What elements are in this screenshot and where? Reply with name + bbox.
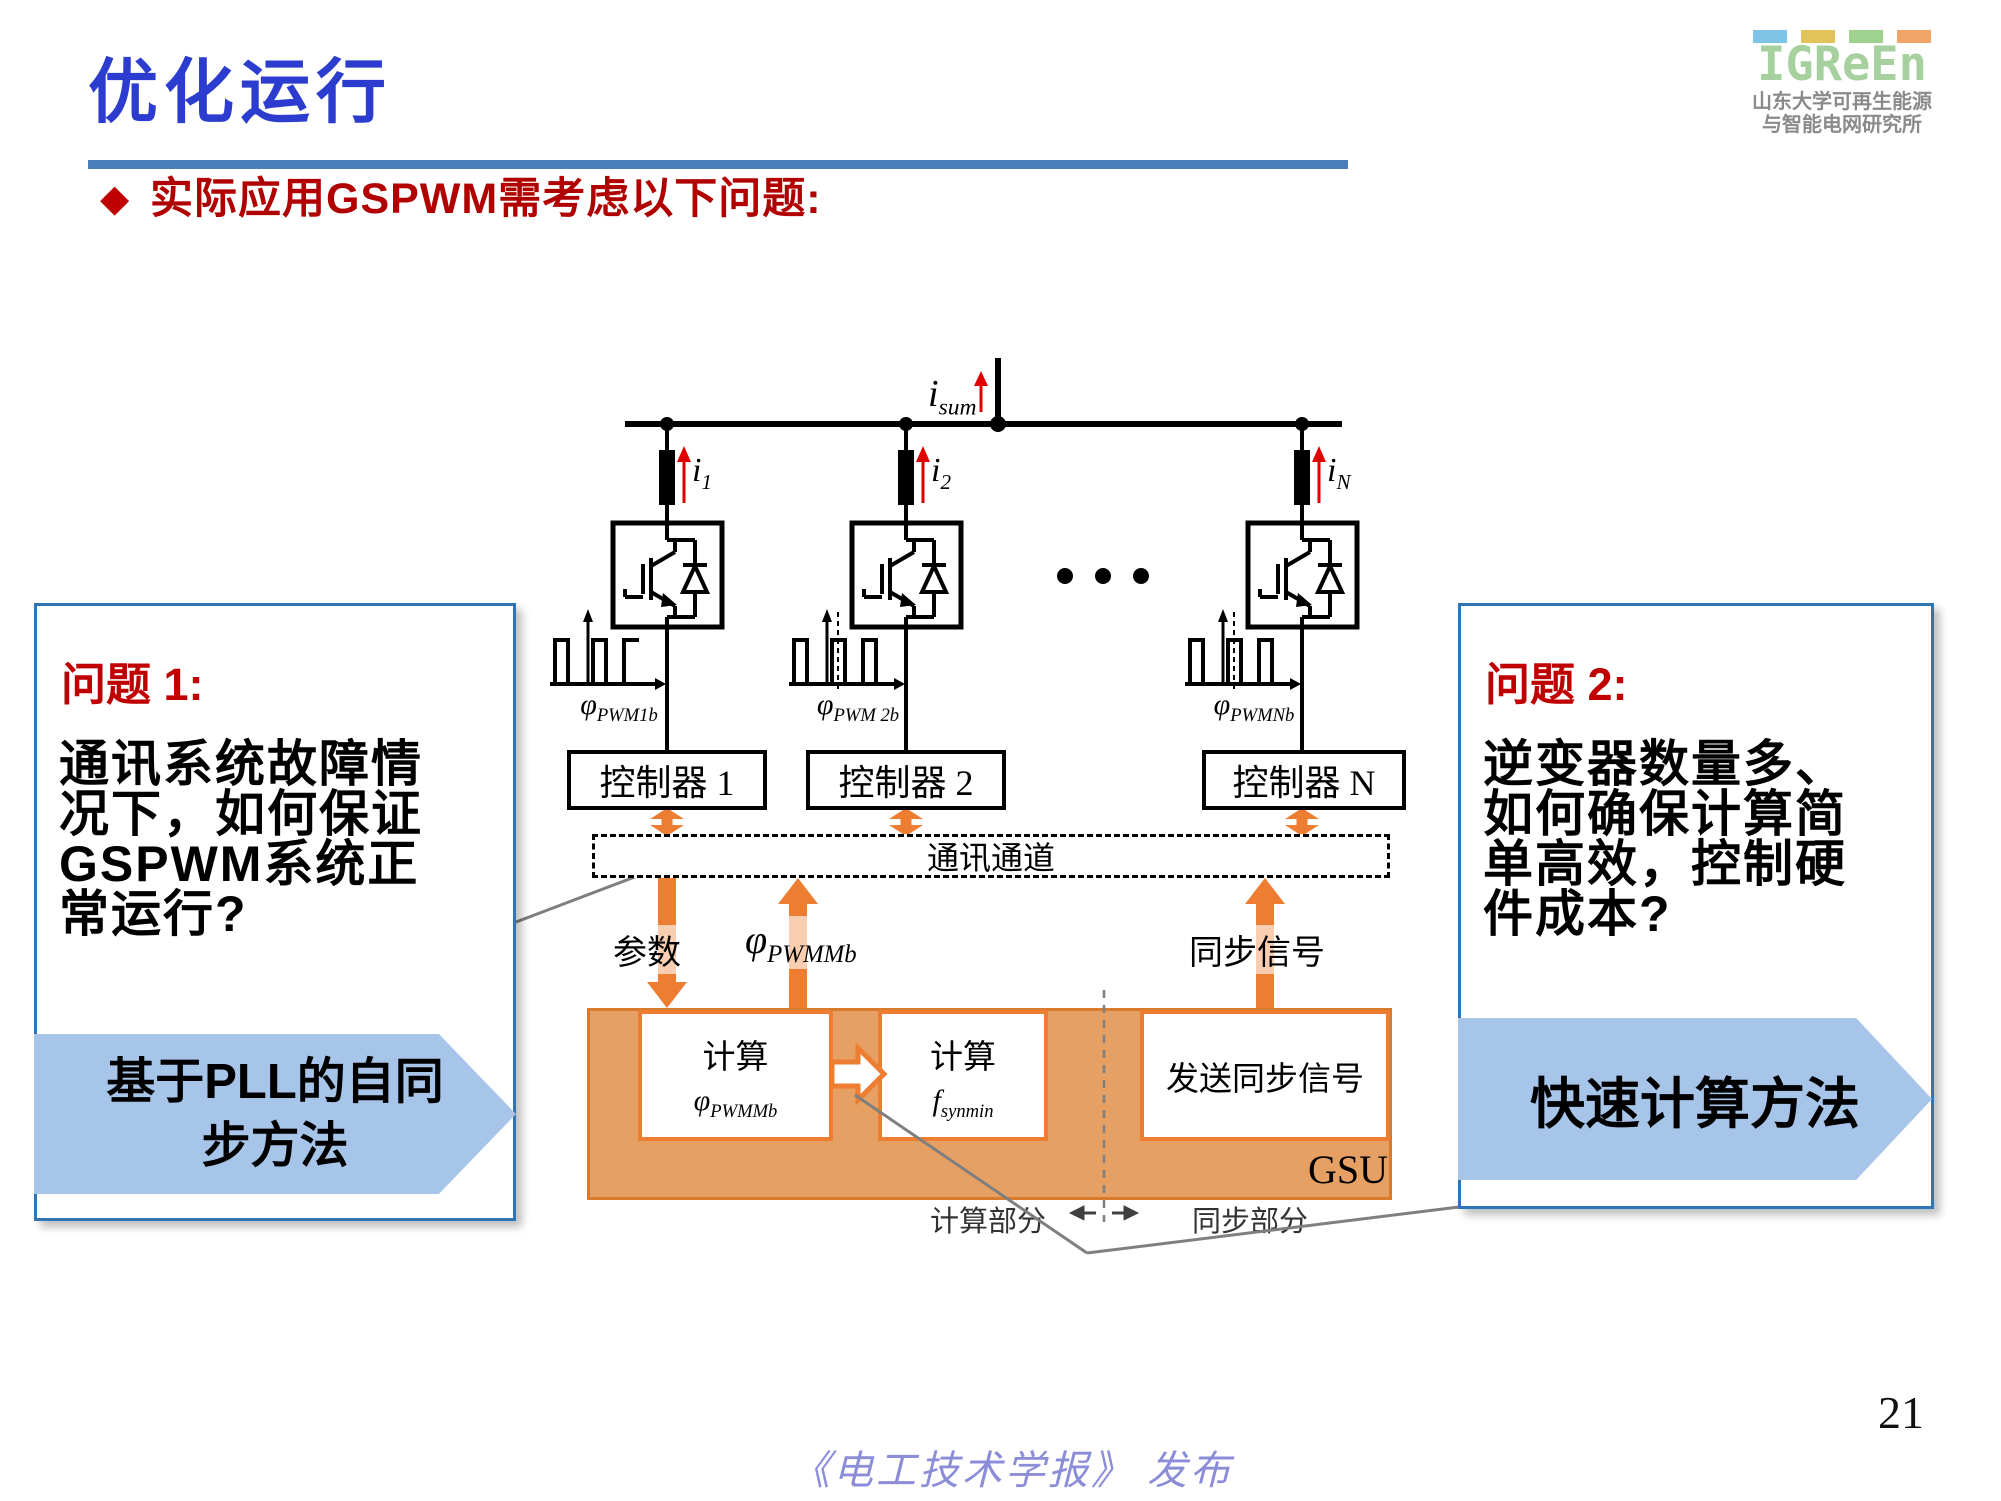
logo-color-tabs-icon [1742,30,1942,43]
inverter-branch-n [1185,417,1357,836]
diamond-bullet-icon: ◆ [100,178,130,220]
institute-logo: IGReEn 山东大学可再生能源 与智能电网研究所 [1742,30,1942,137]
inverter-branch-1 [550,417,722,836]
problem-2-text: 逆变器数量多、 如何确保计算简 单高效，控制硬 件成本? [1483,736,1847,942]
param-label: 参数 [610,925,684,974]
callout-line-bottom-2 [1086,1205,1460,1255]
pwm-phase-label-1: φPWM1b [580,688,658,726]
pwm-phase-label-n: φPWMNb [1213,688,1295,726]
problem-2-label: 问题 2: [1485,659,1628,710]
logo-wordmark: IGReEn [1757,37,1927,92]
solution-1-arrow: 基于PLL的自同 步方法 [34,1034,516,1194]
controller-1-box: 控制器 1 [567,750,767,810]
bus-current-label: isum [928,373,977,421]
current-label-2: i2 [931,452,951,494]
left-right-arrow-icon [1068,1205,1140,1221]
current-label-n: iN [1327,452,1351,494]
gsu-calc-freq-box: 计算 fsynmin [878,1010,1048,1141]
section-heading: 实际应用GSPWM需考虑以下问题: [150,175,822,223]
ellipsis-dots [1057,568,1149,584]
comm-channel-box: 通讯通道 [592,834,1390,878]
dc-bus [625,358,1342,432]
controller-n-box: 控制器 N [1202,750,1406,810]
inverter-branch-2 [789,417,961,836]
gsu-send-sync-box: 发送同步信号 [1140,1010,1390,1141]
page-title: 优化运行 [88,53,392,131]
gsu-label: GSU [1308,1147,1389,1192]
title-underline [88,160,1348,169]
controller-2-box: 控制器 2 [806,750,1006,810]
sync-signal-label: 同步信号 [1186,925,1328,974]
callout-line-bottom-1 [854,1093,1088,1255]
logo-org-line1: 山东大学可再生能源 [1752,91,1932,113]
page-number: 21 [1878,1387,1924,1438]
footer-source: 《电工技术学报》 发布 [790,1448,1233,1493]
current-label-1: i1 [692,452,712,494]
pwm-phase-label-2: φPWM 2b [816,688,900,726]
solution-2-arrow: 快速计算方法 [1458,1018,1932,1180]
logo-org-line2: 与智能电网研究所 [1762,114,1922,136]
block-arrow-right-icon [829,1041,888,1107]
problem-1-label: 问题 1: [61,659,204,710]
phase-signal-label: φPWMMb [742,916,860,969]
problem-1-text: 通讯系统故障情 况下，如何保证 GSPWM系统正 常运行? [59,736,423,942]
